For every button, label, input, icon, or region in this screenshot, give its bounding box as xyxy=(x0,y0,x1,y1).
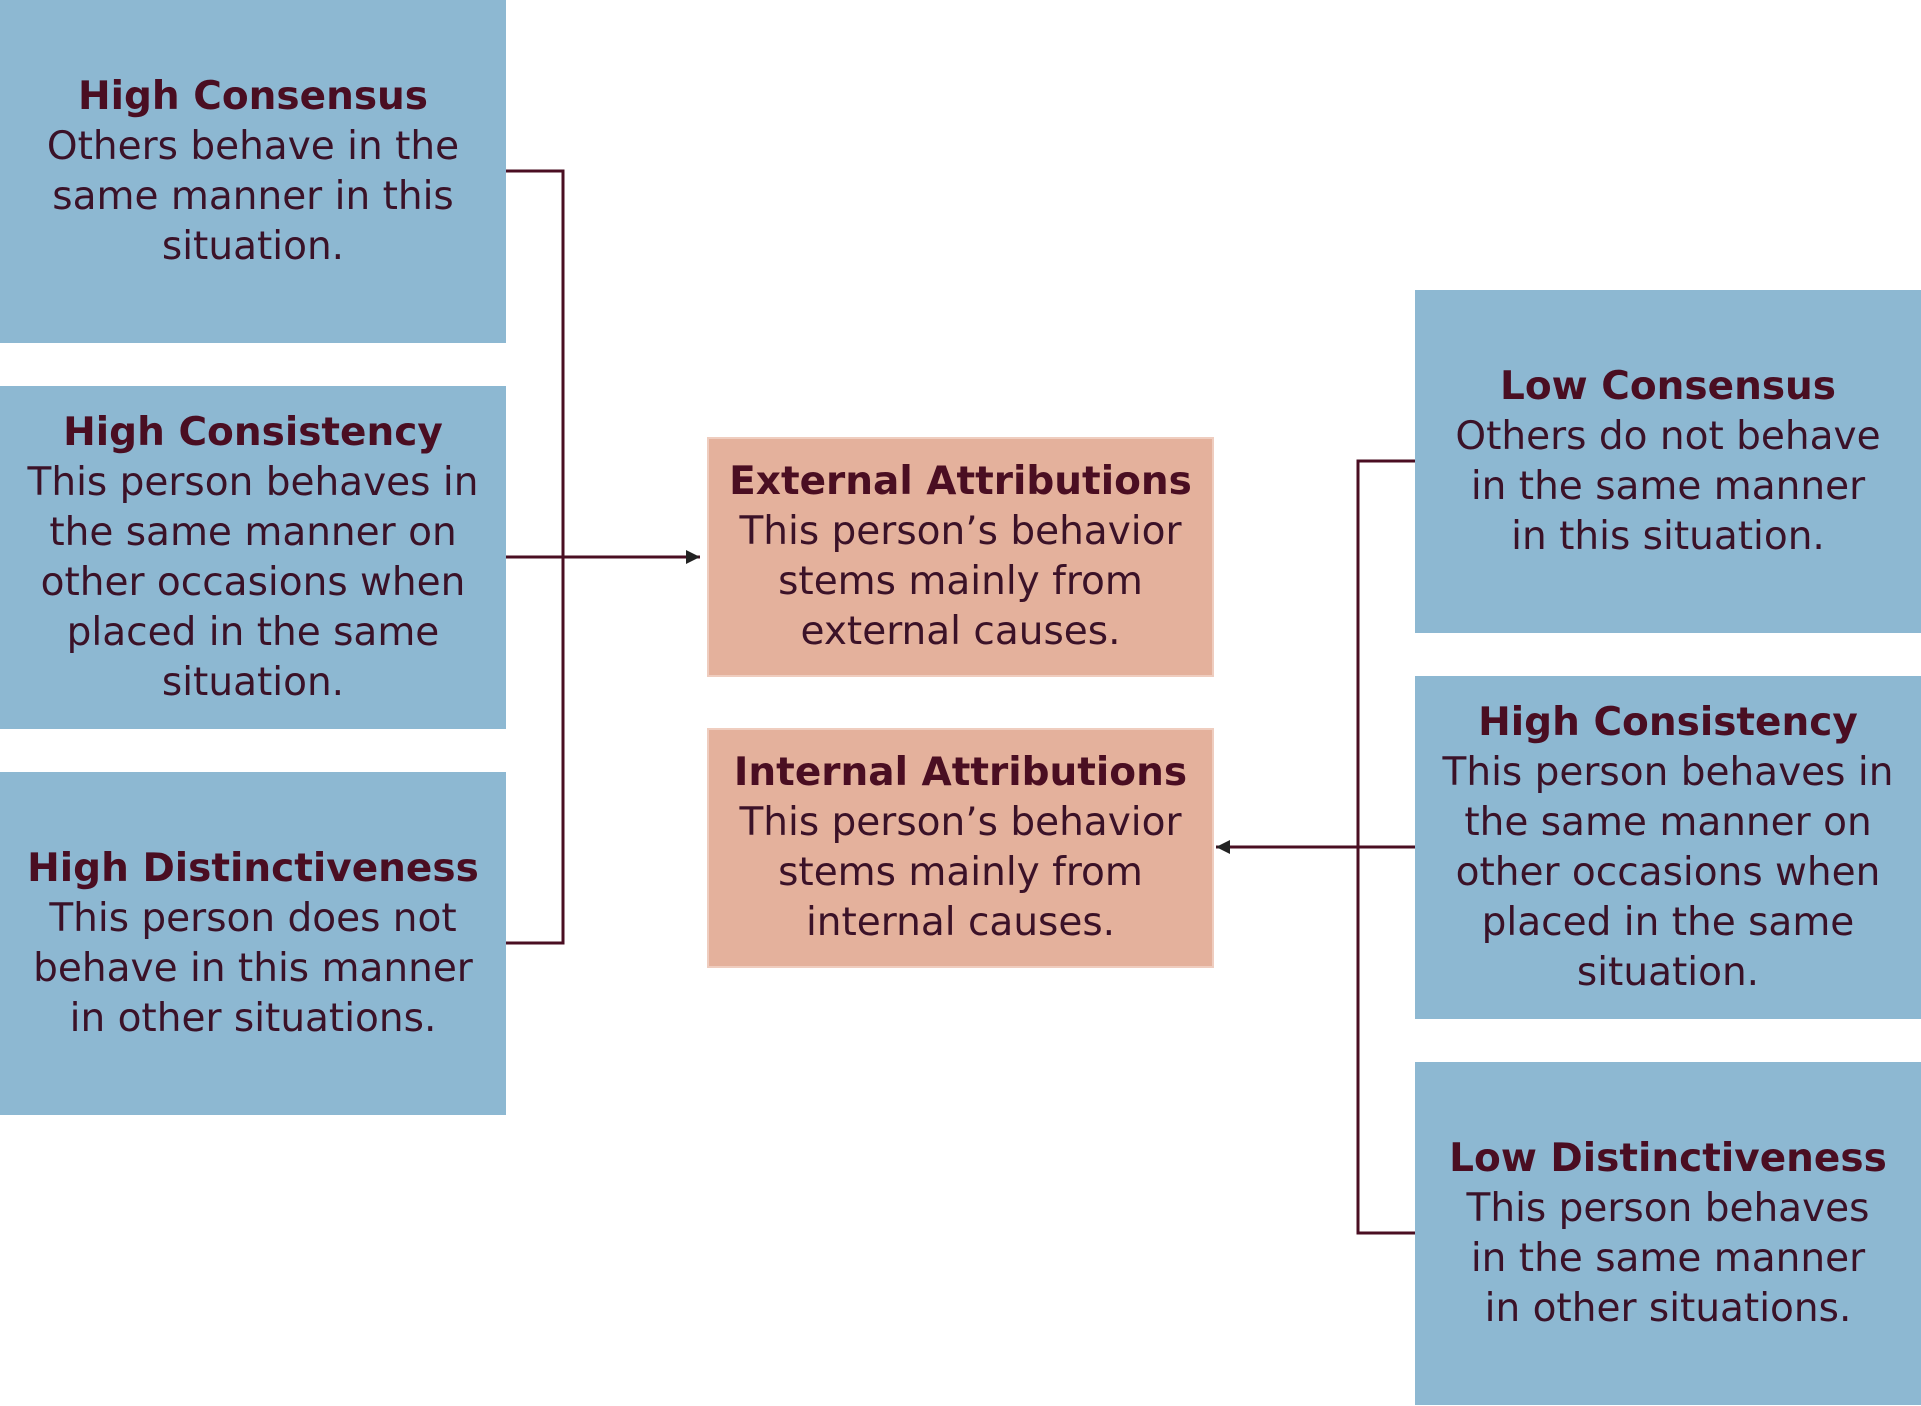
factor-description: This person behaves in the same manner o… xyxy=(1442,749,1894,995)
external-attributions-box: External Attributions This person’s beha… xyxy=(707,437,1214,677)
internal-attributions-box: Internal Attributions This person’s beha… xyxy=(707,728,1214,968)
factor-title: High Consistency xyxy=(63,409,443,455)
factor-description: This person behaves in the same manner o… xyxy=(27,459,479,705)
left-factor-high-consensus: High Consensus Others behave in the same… xyxy=(0,0,506,343)
factor-description: This person does not behave in this mann… xyxy=(33,895,473,1041)
attribution-description: This person’s behavior stems mainly from… xyxy=(739,800,1182,945)
left-factor-high-distinctiveness: High Distinctiveness This person does no… xyxy=(0,772,506,1115)
factor-title: Low Consensus xyxy=(1499,363,1837,409)
right-factor-high-consistency: High Consistency This person behaves in … xyxy=(1415,676,1921,1019)
left-factor-high-consistency: High Consistency This person behaves in … xyxy=(0,386,506,729)
attribution-title: Internal Attributions xyxy=(733,750,1188,795)
right-factor-low-distinctiveness: Low Distinctiveness This person behaves … xyxy=(1415,1062,1921,1405)
factor-title: High Consensus xyxy=(77,73,429,119)
factor-description: This person behaves in the same manner i… xyxy=(1466,1185,1870,1331)
attribution-description: This person’s behavior stems mainly from… xyxy=(739,509,1182,654)
right-factor-low-consensus: Low Consensus Others do not behave in th… xyxy=(1415,290,1921,633)
factor-title: High Consistency xyxy=(1478,699,1858,745)
factor-title: High Distinctiveness xyxy=(27,845,479,891)
attribution-title: External Attributions xyxy=(729,459,1192,504)
factor-title: Low Distinctiveness xyxy=(1449,1135,1887,1181)
factor-description: Others do not behave in the same manner … xyxy=(1455,413,1881,559)
factor-description: Others behave in the same manner in this… xyxy=(46,123,460,269)
